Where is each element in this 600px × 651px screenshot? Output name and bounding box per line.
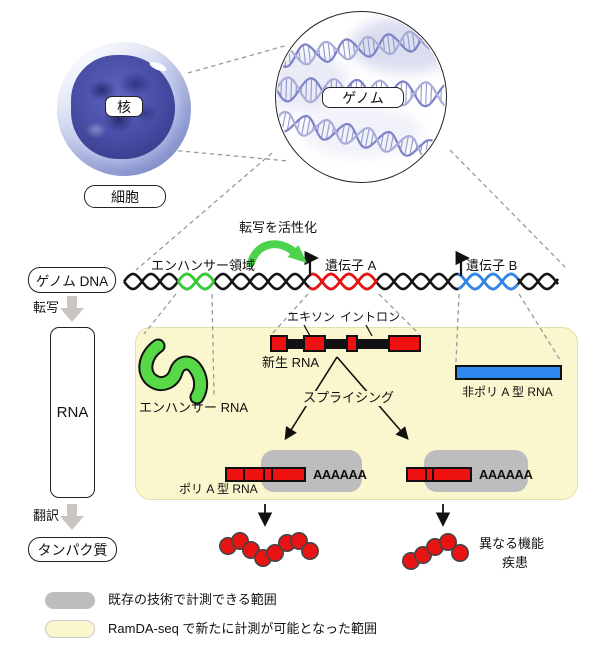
legend-gray-swatch xyxy=(45,592,95,609)
dna-strand-enhancer-region xyxy=(176,272,216,291)
protein-bead xyxy=(265,543,284,562)
protein-bead xyxy=(401,551,420,570)
enhancer-region-label: エンハンサー領域 xyxy=(151,258,256,273)
exon-segment xyxy=(270,335,288,352)
protein-bead xyxy=(413,545,432,564)
genome-dna-box: ゲノム DNA xyxy=(28,267,116,293)
protein-bead xyxy=(300,541,319,560)
dash-genome-dna-left xyxy=(135,152,273,271)
intron-segment xyxy=(288,338,303,349)
legend-ramda-swatch xyxy=(45,620,95,638)
spliced-exon-cell xyxy=(271,467,306,482)
exon-label: エキソン xyxy=(287,310,336,324)
transcription-label: 転写 xyxy=(33,300,60,315)
dna-strand-gene-a xyxy=(308,272,379,291)
disease-label: 疾患 xyxy=(502,555,529,570)
polya-rna-bar-right xyxy=(406,467,472,482)
protein-bead xyxy=(450,543,469,562)
dna-strand-enhancer-region xyxy=(176,272,216,291)
activation-arrow xyxy=(247,240,307,267)
protein-box: タンパク質 xyxy=(28,537,117,562)
polya-tail-right: AAAAAA xyxy=(479,467,533,482)
protein-bead xyxy=(438,532,457,551)
dash-cell-genome-top xyxy=(187,44,289,74)
legend-existing-label: 既存の技術で計測できる範囲 xyxy=(108,592,277,607)
exon-segment xyxy=(303,335,326,352)
exon-segment xyxy=(388,335,421,352)
tss-arrow-gene-a xyxy=(304,250,319,276)
protein-bead xyxy=(289,531,308,550)
splicing-label: スプライシング xyxy=(301,390,397,406)
transcription-flow-arrow xyxy=(60,296,84,322)
protein-bead xyxy=(425,537,444,556)
nascent-rna-bar xyxy=(270,335,421,352)
helix-rung xyxy=(437,33,440,43)
polya-rna-bar-left xyxy=(225,467,306,482)
dna-strand-gene-b xyxy=(457,272,519,291)
intron-segment xyxy=(326,338,346,349)
exon-segment xyxy=(346,335,358,352)
non-polya-label: 非ポリ A 型 RNA xyxy=(462,385,553,399)
gene-a-label: 遺伝子 A xyxy=(325,258,377,273)
translation-flow-arrow xyxy=(60,504,84,530)
rna-box: RNA xyxy=(50,327,95,498)
polya-tail-left: AAAAAA xyxy=(313,467,367,482)
dash-cell-genome-bottom xyxy=(169,149,289,162)
activation-label: 転写を活性化 xyxy=(239,220,318,235)
protein-bead xyxy=(277,533,296,552)
non-polya-rna-bar xyxy=(455,365,562,380)
genome-label: ゲノム xyxy=(322,87,404,108)
spliced-exon-cell xyxy=(243,467,265,482)
different-function-label: 異なる機能 xyxy=(479,536,545,551)
spliced-exon-cell xyxy=(225,467,245,482)
spliced-exon-cell xyxy=(406,467,427,482)
protein-bead-chain-right xyxy=(401,532,469,570)
dna-helix xyxy=(122,272,560,291)
gene-b-label: 遺伝子 B xyxy=(466,258,518,273)
polya-label: ポリ A 型 RNA xyxy=(179,482,258,496)
protein-bead xyxy=(254,548,273,567)
nucleus-label: 核 xyxy=(105,96,143,117)
helix-rung xyxy=(278,50,281,65)
intron-segment xyxy=(358,338,388,349)
protein-bead xyxy=(231,531,250,550)
legend-ramda-label: RamDA-seq で新たに計測が可能となった範囲 xyxy=(108,621,378,636)
cell-label: 細胞 xyxy=(84,185,166,208)
dna-strand-gene-a xyxy=(308,272,379,291)
dash-genome-dna-right xyxy=(449,149,567,269)
spliced-exon-cell xyxy=(432,467,472,482)
dna-strand-backbone xyxy=(122,272,560,291)
dna-strand-backbone xyxy=(122,272,560,291)
nascent-rna-label: 新生 RNA xyxy=(262,355,320,370)
helix-rung xyxy=(431,29,436,49)
intron-label: イントロン xyxy=(340,310,401,324)
dna-strand-gene-b xyxy=(457,272,519,291)
protein-bead-chain-left xyxy=(219,531,319,567)
enhancer-rna-label: エンハンサー RNA xyxy=(139,400,249,415)
protein-bead xyxy=(242,540,261,559)
translation-label: 翻訳 xyxy=(33,508,60,523)
protein-bead xyxy=(219,536,238,555)
